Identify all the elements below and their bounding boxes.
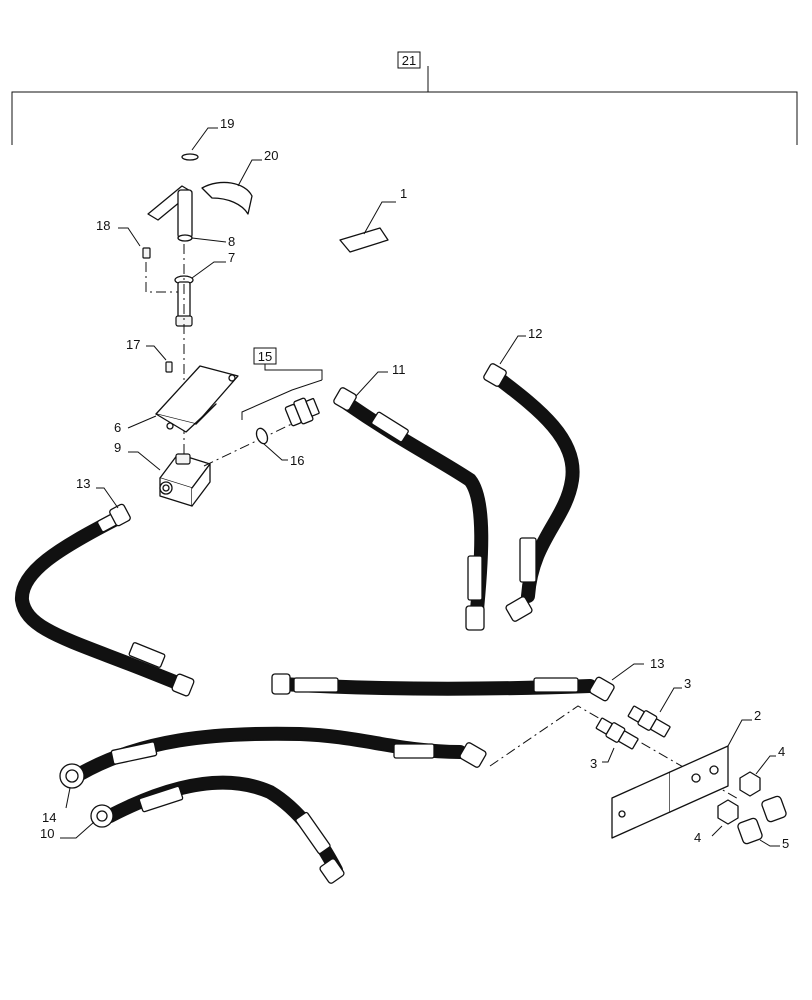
decal-part-1: 1 <box>339 186 407 253</box>
callout-16: 16 <box>290 453 304 468</box>
callout-8: 8 <box>228 234 235 249</box>
callout-4-upper: 4 <box>778 744 785 759</box>
callout-3-upper: 3 <box>684 676 691 691</box>
nut-part-4-lower: 4 <box>694 799 739 845</box>
assembly-bracket-21: 21 <box>11 51 798 145</box>
hydraulic-hose-12: 12 <box>483 326 580 622</box>
o-ring-part-16: 16 <box>255 427 304 468</box>
bracket-center-line <box>489 705 741 801</box>
hydraulic-hose-13-middle: 13 <box>271 656 664 702</box>
clip-part-19: 19 <box>181 116 234 161</box>
set-screw-part-18: 18 <box>96 218 182 293</box>
callout-12: 12 <box>528 326 542 341</box>
callout-18: 18 <box>96 218 110 233</box>
callout-21: 21 <box>402 53 416 68</box>
cap-part-5: 5 <box>737 795 789 851</box>
hydraulic-hose-10: 10 <box>40 775 345 884</box>
callout-17: 17 <box>126 337 140 352</box>
callout-19: 19 <box>220 116 234 131</box>
adapter-part-3-lower: 3 <box>590 717 639 771</box>
hydraulic-hose-11: 11 <box>333 362 489 631</box>
handle-lever-part-8: 8 <box>147 185 235 249</box>
adapter-part-3-upper: 3 <box>627 676 691 738</box>
callout-20: 20 <box>264 148 278 163</box>
hydraulic-hose-13-left: 13 <box>15 476 195 697</box>
nut-part-4-upper: 4 <box>739 744 785 797</box>
screw-part-17: 17 <box>126 337 173 373</box>
handle-grip-part-20: 20 <box>201 148 278 215</box>
mounting-bracket-part-2: 2 <box>611 708 761 839</box>
callout-11: 11 <box>392 362 406 377</box>
callout-14: 14 <box>42 810 56 825</box>
callout-7: 7 <box>228 250 235 265</box>
callout-4-lower: 4 <box>694 830 701 845</box>
callout-10: 10 <box>40 826 54 841</box>
fitting-center-line <box>203 419 301 467</box>
callout-5: 5 <box>782 836 789 851</box>
callout-6: 6 <box>114 420 121 435</box>
callout-9: 9 <box>114 440 121 455</box>
fitting-kit-part-15: 15 <box>241 347 323 427</box>
hydraulic-hose-14: 14 <box>42 726 487 825</box>
ball-valve-part-9: 9 <box>114 440 211 507</box>
callout-13-middle: 13 <box>650 656 664 671</box>
bracket-plate-part-6: 6 <box>114 365 239 435</box>
callout-2: 2 <box>754 708 761 723</box>
callout-15: 15 <box>258 349 272 364</box>
callout-1: 1 <box>400 186 407 201</box>
callout-3-lower: 3 <box>590 756 597 771</box>
callout-13-left: 13 <box>76 476 90 491</box>
